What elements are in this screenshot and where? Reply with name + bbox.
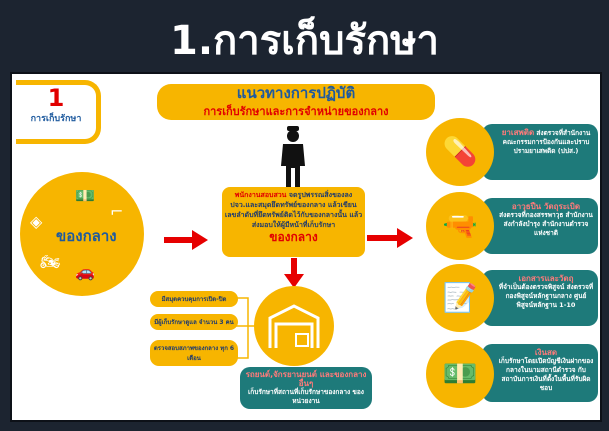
gun-icon: ⌐ — [110, 202, 124, 221]
category-title: เอกสารและวัตถุ — [518, 274, 574, 283]
infographic-panel: 1 การเก็บรักษา แนวทางการปฏิบัติ การเก็บร… — [10, 72, 602, 422]
slide-title: 1.การเก็บรักษา — [169, 18, 439, 64]
jewelry-icon: ◈ — [30, 212, 43, 231]
section-badge: 1 การเก็บรักษา — [16, 80, 101, 144]
category-documents: เอกสารและวัตถุที่จำเป็นต้องตรวจพิสูจน์ ส… — [482, 270, 598, 326]
procedure-text: จดรูปพรรณสิ่งของลง ปจว.และสมุดยึดทรัพย์ข… — [224, 191, 363, 229]
header-banner: แนวทางการปฏิบัติ การเก็บรักษาและการจำหน่… — [157, 84, 435, 120]
storage-rule: มีสมุดควบคุมการเปิด-ปิด — [150, 291, 238, 307]
procedure-highlight: พนักงานสอบสวน — [234, 191, 287, 199]
arrow-right-icon — [367, 228, 413, 248]
category-text: ที่จำเป็นต้องตรวจพิสูจน์ ส่งตรวจที่กองพิ… — [498, 283, 594, 309]
header-line1: แนวทางการปฏิบัติ — [236, 84, 356, 102]
vehicles-box: รถยนต์,จักรยานยนต์ และของกลางอื่นๆ เก็บร… — [240, 367, 372, 409]
procedure-emphasis: ของกลาง — [269, 230, 318, 244]
category-cash: เงินสดเก็บรักษาโดยเปิดบัญชีเงินฝากของกลา… — [482, 344, 598, 402]
category-title: ยาเสพติด — [501, 128, 535, 137]
cash-icon: 💵 — [426, 340, 494, 408]
procedure-box: พนักงานสอบสวน จดรูปพรรณสิ่งของลง ปจว.และ… — [222, 187, 365, 257]
category-text: เก็บรักษาโดยเปิดบัญชีเงินฝากของกลางในนาม… — [498, 357, 594, 392]
vehicles-title: รถยนต์,จักรยานยนต์ และของกลางอื่นๆ — [245, 370, 367, 388]
section-number: 1 — [47, 84, 65, 112]
vehicles-text: เก็บรักษาที่สถานที่เก็บรักษาของกลาง ของห… — [248, 388, 364, 405]
evidence-circle: ของกลาง 💵 ◈ ⌐ 🏍 🚗 — [20, 172, 144, 296]
motorcycle-icon: 🏍 — [40, 252, 61, 271]
category-text: ส่งตรวจที่กองสรรพาวุธ สำนักงานส่งกำลังบำ… — [499, 211, 593, 237]
storage-rule: ตรวจสอบสภาพของกลาง ทุก 6 เดือน — [150, 340, 238, 366]
header-line2: การเก็บรักษาและการจำหน่ายของกลาง — [203, 105, 389, 118]
warehouse-circle — [254, 286, 334, 366]
document-icon: 📝 — [426, 264, 494, 332]
gun-icon: 🔫 — [426, 192, 494, 260]
category-title: อาวุธปืน วัตถุระเบิด — [511, 202, 581, 211]
category-drugs: ยาเสพติด ส่งตรวจที่สำนักงานคณะกรรมการป้อ… — [482, 124, 598, 180]
warehouse-icon — [268, 304, 320, 348]
arrow-right-icon — [164, 230, 208, 250]
storage-rule: มีผู้เก็บรักษาดูแล จำนวน 3 คน — [150, 314, 238, 330]
connector-lines — [236, 297, 258, 359]
arrow-down-icon — [284, 258, 304, 288]
category-text: ส่งตรวจที่สำนักงานคณะกรรมการป้องกันและปร… — [502, 129, 591, 155]
pills-icon: 💊 — [426, 118, 494, 186]
police-officer-icon — [281, 126, 305, 188]
category-title: เงินสด — [534, 348, 558, 357]
car-icon: 🚗 — [75, 262, 95, 281]
category-weapons: อาวุธปืน วัตถุระเบิดส่งตรวจที่กองสรรพาวุ… — [482, 198, 598, 254]
cash-icon: 💵 — [75, 186, 95, 205]
section-label: การเก็บรักษา — [30, 114, 82, 124]
evidence-label: ของกลาง — [56, 227, 117, 245]
